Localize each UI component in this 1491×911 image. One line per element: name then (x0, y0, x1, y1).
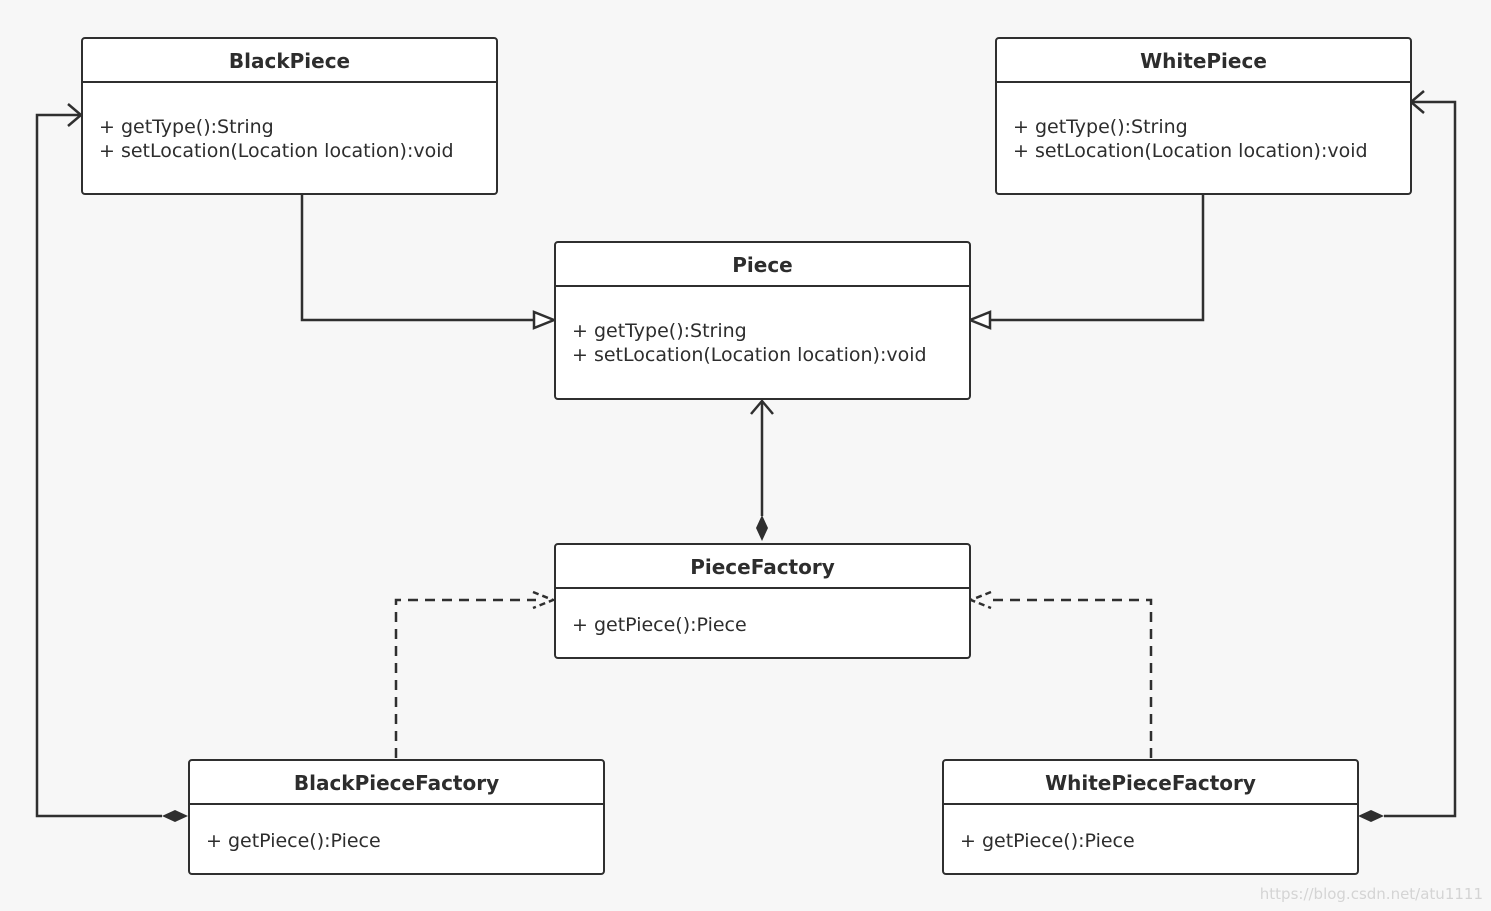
edge-blackpiecefactory-piecefactory (394, 598, 536, 758)
method: + getPiece():Piece (206, 830, 381, 852)
method: + getType():String (1013, 116, 1188, 138)
dependency-arrow-icon (967, 590, 992, 610)
method: + getPiece():Piece (960, 830, 1135, 852)
composition-diamond-icon (1358, 810, 1384, 822)
class-members: + getPiece():Piece (556, 589, 969, 637)
composition-diamond-icon (756, 515, 768, 541)
class-name: WhitePiece (997, 39, 1410, 83)
open-arrow-icon (750, 399, 774, 415)
class-name: BlackPiece (83, 39, 496, 83)
class-whitepiece: WhitePiece + getType():String + setLocat… (995, 37, 1412, 195)
method: + getType():String (572, 320, 747, 342)
class-name: PieceFactory (556, 545, 969, 589)
class-members: + getType():String + setLocation(Locatio… (556, 287, 969, 367)
method: + getPiece():Piece (572, 614, 747, 636)
method: + getType():String (99, 116, 274, 138)
edge-whitepiecefactory-whitepiece (1384, 100, 1457, 818)
class-name: Piece (556, 243, 969, 287)
class-name: BlackPieceFactory (190, 761, 603, 805)
method: + setLocation(Location location):void (1013, 140, 1368, 162)
dependency-arrow-icon (532, 590, 557, 610)
class-piece: Piece + getType():String + setLocation(L… (554, 241, 971, 400)
edge-whitepiece-piece (990, 193, 1205, 322)
method: + setLocation(Location location):void (572, 344, 927, 366)
edge-whitepiecefactory-piecefactory (990, 598, 1153, 758)
class-piecefactory: PieceFactory + getPiece():Piece (554, 543, 971, 659)
class-members: + getPiece():Piece (190, 805, 603, 853)
watermark: https://blog.csdn.net/atu1111 (1259, 885, 1483, 903)
edge-blackpiecefactory-blackpiece (35, 113, 162, 818)
class-members: + getPiece():Piece (944, 805, 1357, 853)
class-members: + getType():String + setLocation(Locatio… (83, 83, 496, 163)
class-name: WhitePieceFactory (944, 761, 1357, 805)
composition-diamond-icon (162, 810, 188, 822)
generalization-arrow-icon (966, 310, 992, 330)
method: + setLocation(Location location):void (99, 140, 454, 162)
class-whitepiecefactory: WhitePieceFactory + getPiece():Piece (942, 759, 1359, 875)
class-blackpiecefactory: BlackPieceFactory + getPiece():Piece (188, 759, 605, 875)
generalization-arrow-icon (532, 310, 558, 330)
edge-blackpiece-piece (300, 193, 536, 322)
class-blackpiece: BlackPiece + getType():String + setLocat… (81, 37, 498, 195)
class-members: + getType():String + setLocation(Locatio… (997, 83, 1410, 163)
